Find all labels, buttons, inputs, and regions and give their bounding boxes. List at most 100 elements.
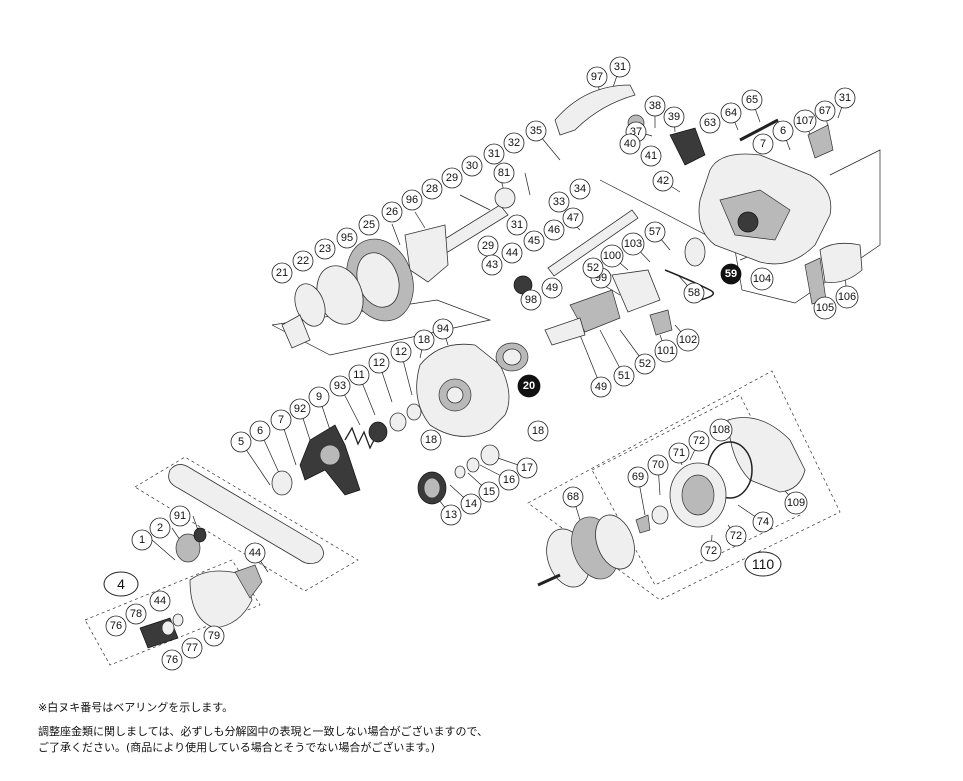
svg-text:44: 44 xyxy=(506,247,518,259)
svg-text:59: 59 xyxy=(725,268,737,280)
part-label: 6 xyxy=(772,120,794,142)
part-label: 6 xyxy=(249,420,271,442)
part-label: 74 xyxy=(752,511,774,533)
part-label-bearing: 20 xyxy=(517,374,541,398)
part-label: 45 xyxy=(523,230,545,252)
svg-text:29: 29 xyxy=(482,240,494,252)
part-label: 68 xyxy=(562,486,584,508)
part-label: 81 xyxy=(493,162,515,184)
svg-text:64: 64 xyxy=(725,107,737,119)
part-label: 51 xyxy=(613,365,635,387)
svg-text:44: 44 xyxy=(154,595,166,607)
svg-text:108: 108 xyxy=(712,424,730,436)
part-label: 47 xyxy=(562,207,584,229)
part-label: 109 xyxy=(784,491,808,515)
svg-text:69: 69 xyxy=(632,471,644,483)
part-label: 32 xyxy=(503,132,525,154)
svg-text:107: 107 xyxy=(796,115,814,127)
svg-text:41: 41 xyxy=(645,150,657,162)
svg-text:43: 43 xyxy=(486,259,498,271)
svg-text:30: 30 xyxy=(466,160,478,172)
part-label: 23 xyxy=(314,238,336,260)
part-label: 18 xyxy=(413,329,435,351)
svg-text:101: 101 xyxy=(657,345,675,357)
svg-text:28: 28 xyxy=(426,183,438,195)
part-label: 38 xyxy=(644,95,666,117)
svg-text:33: 33 xyxy=(553,196,565,208)
svg-text:71: 71 xyxy=(673,447,685,459)
svg-text:46: 46 xyxy=(548,224,560,236)
part-label: 34 xyxy=(569,178,591,200)
part-label: 79 xyxy=(203,625,225,647)
svg-text:6: 6 xyxy=(780,125,786,137)
svg-text:77: 77 xyxy=(186,642,198,654)
svg-text:14: 14 xyxy=(465,498,477,510)
part-label: 13 xyxy=(440,504,462,526)
svg-text:31: 31 xyxy=(614,61,626,73)
svg-text:23: 23 xyxy=(319,243,331,255)
svg-text:104: 104 xyxy=(753,273,771,285)
washer-note-line1: 調整座金類に関しましては、必ずしも分解図中の表現と一致しない場合がございますので… xyxy=(38,725,489,738)
part-label: 18 xyxy=(527,420,549,442)
svg-text:102: 102 xyxy=(679,334,697,346)
part-label: 30 xyxy=(461,155,483,177)
svg-text:67: 67 xyxy=(819,105,831,117)
svg-text:68: 68 xyxy=(567,491,579,503)
svg-text:44: 44 xyxy=(249,547,261,559)
svg-text:20: 20 xyxy=(523,380,535,392)
part-label: 106 xyxy=(835,285,859,309)
washer-note-line2: ご了承ください。(商品により使用している場合とそうでない場合がございます。) xyxy=(38,741,436,754)
exploded-parts-diagram: 31 97 38 39 37 40 41 64 65 63 6 7 107 67… xyxy=(84,56,881,671)
part-label: 49 xyxy=(541,277,563,299)
svg-text:29: 29 xyxy=(446,172,458,184)
part-label: 105 xyxy=(813,296,837,320)
svg-text:47: 47 xyxy=(567,212,579,224)
svg-text:79: 79 xyxy=(208,630,220,642)
svg-text:58: 58 xyxy=(688,287,700,299)
part-label: 14 xyxy=(460,493,482,515)
part-label: 41 xyxy=(640,145,662,167)
svg-text:42: 42 xyxy=(657,175,669,187)
svg-text:18: 18 xyxy=(425,434,437,446)
part-label: 12 xyxy=(368,352,390,374)
svg-text:106: 106 xyxy=(838,291,856,303)
svg-text:25: 25 xyxy=(363,219,375,231)
part-label: 67 xyxy=(814,100,836,122)
part-label: 5 xyxy=(230,431,252,453)
svg-text:21: 21 xyxy=(276,267,288,279)
part-label: 69 xyxy=(627,466,649,488)
svg-text:49: 49 xyxy=(595,381,607,393)
svg-text:18: 18 xyxy=(418,334,430,346)
part-drawings xyxy=(139,84,863,649)
part-label: 77 xyxy=(181,637,203,659)
part-label: 93 xyxy=(329,375,351,397)
part-label: 35 xyxy=(525,120,547,142)
svg-text:96: 96 xyxy=(406,194,418,206)
svg-text:22: 22 xyxy=(297,255,309,267)
part-label: 33 xyxy=(548,191,570,213)
svg-text:52: 52 xyxy=(587,262,599,274)
svg-text:81: 81 xyxy=(498,167,510,179)
svg-text:78: 78 xyxy=(130,608,142,620)
part-label: 7 xyxy=(752,133,774,155)
part-label: 104 xyxy=(750,267,774,291)
bearing-note: ※白ヌキ番号はベアリングを示します。 xyxy=(38,701,234,714)
svg-text:18: 18 xyxy=(532,425,544,437)
part-label: 46 xyxy=(543,219,565,241)
svg-text:35: 35 xyxy=(530,125,542,137)
svg-text:38: 38 xyxy=(649,100,661,112)
part-label: 94 xyxy=(432,318,454,340)
part-label: 103 xyxy=(621,232,645,256)
svg-text:93: 93 xyxy=(334,380,346,392)
part-label: 70 xyxy=(647,454,669,476)
part-label: 96 xyxy=(401,189,423,211)
part-label: 18 xyxy=(420,429,442,451)
svg-text:4: 4 xyxy=(117,576,125,592)
svg-text:74: 74 xyxy=(757,516,769,528)
part-label: 31 xyxy=(483,143,505,165)
svg-text:110: 110 xyxy=(752,556,775,572)
svg-text:95: 95 xyxy=(341,232,353,244)
part-label: 72 xyxy=(700,540,722,562)
svg-text:51: 51 xyxy=(618,370,630,382)
svg-text:76: 76 xyxy=(166,654,178,666)
